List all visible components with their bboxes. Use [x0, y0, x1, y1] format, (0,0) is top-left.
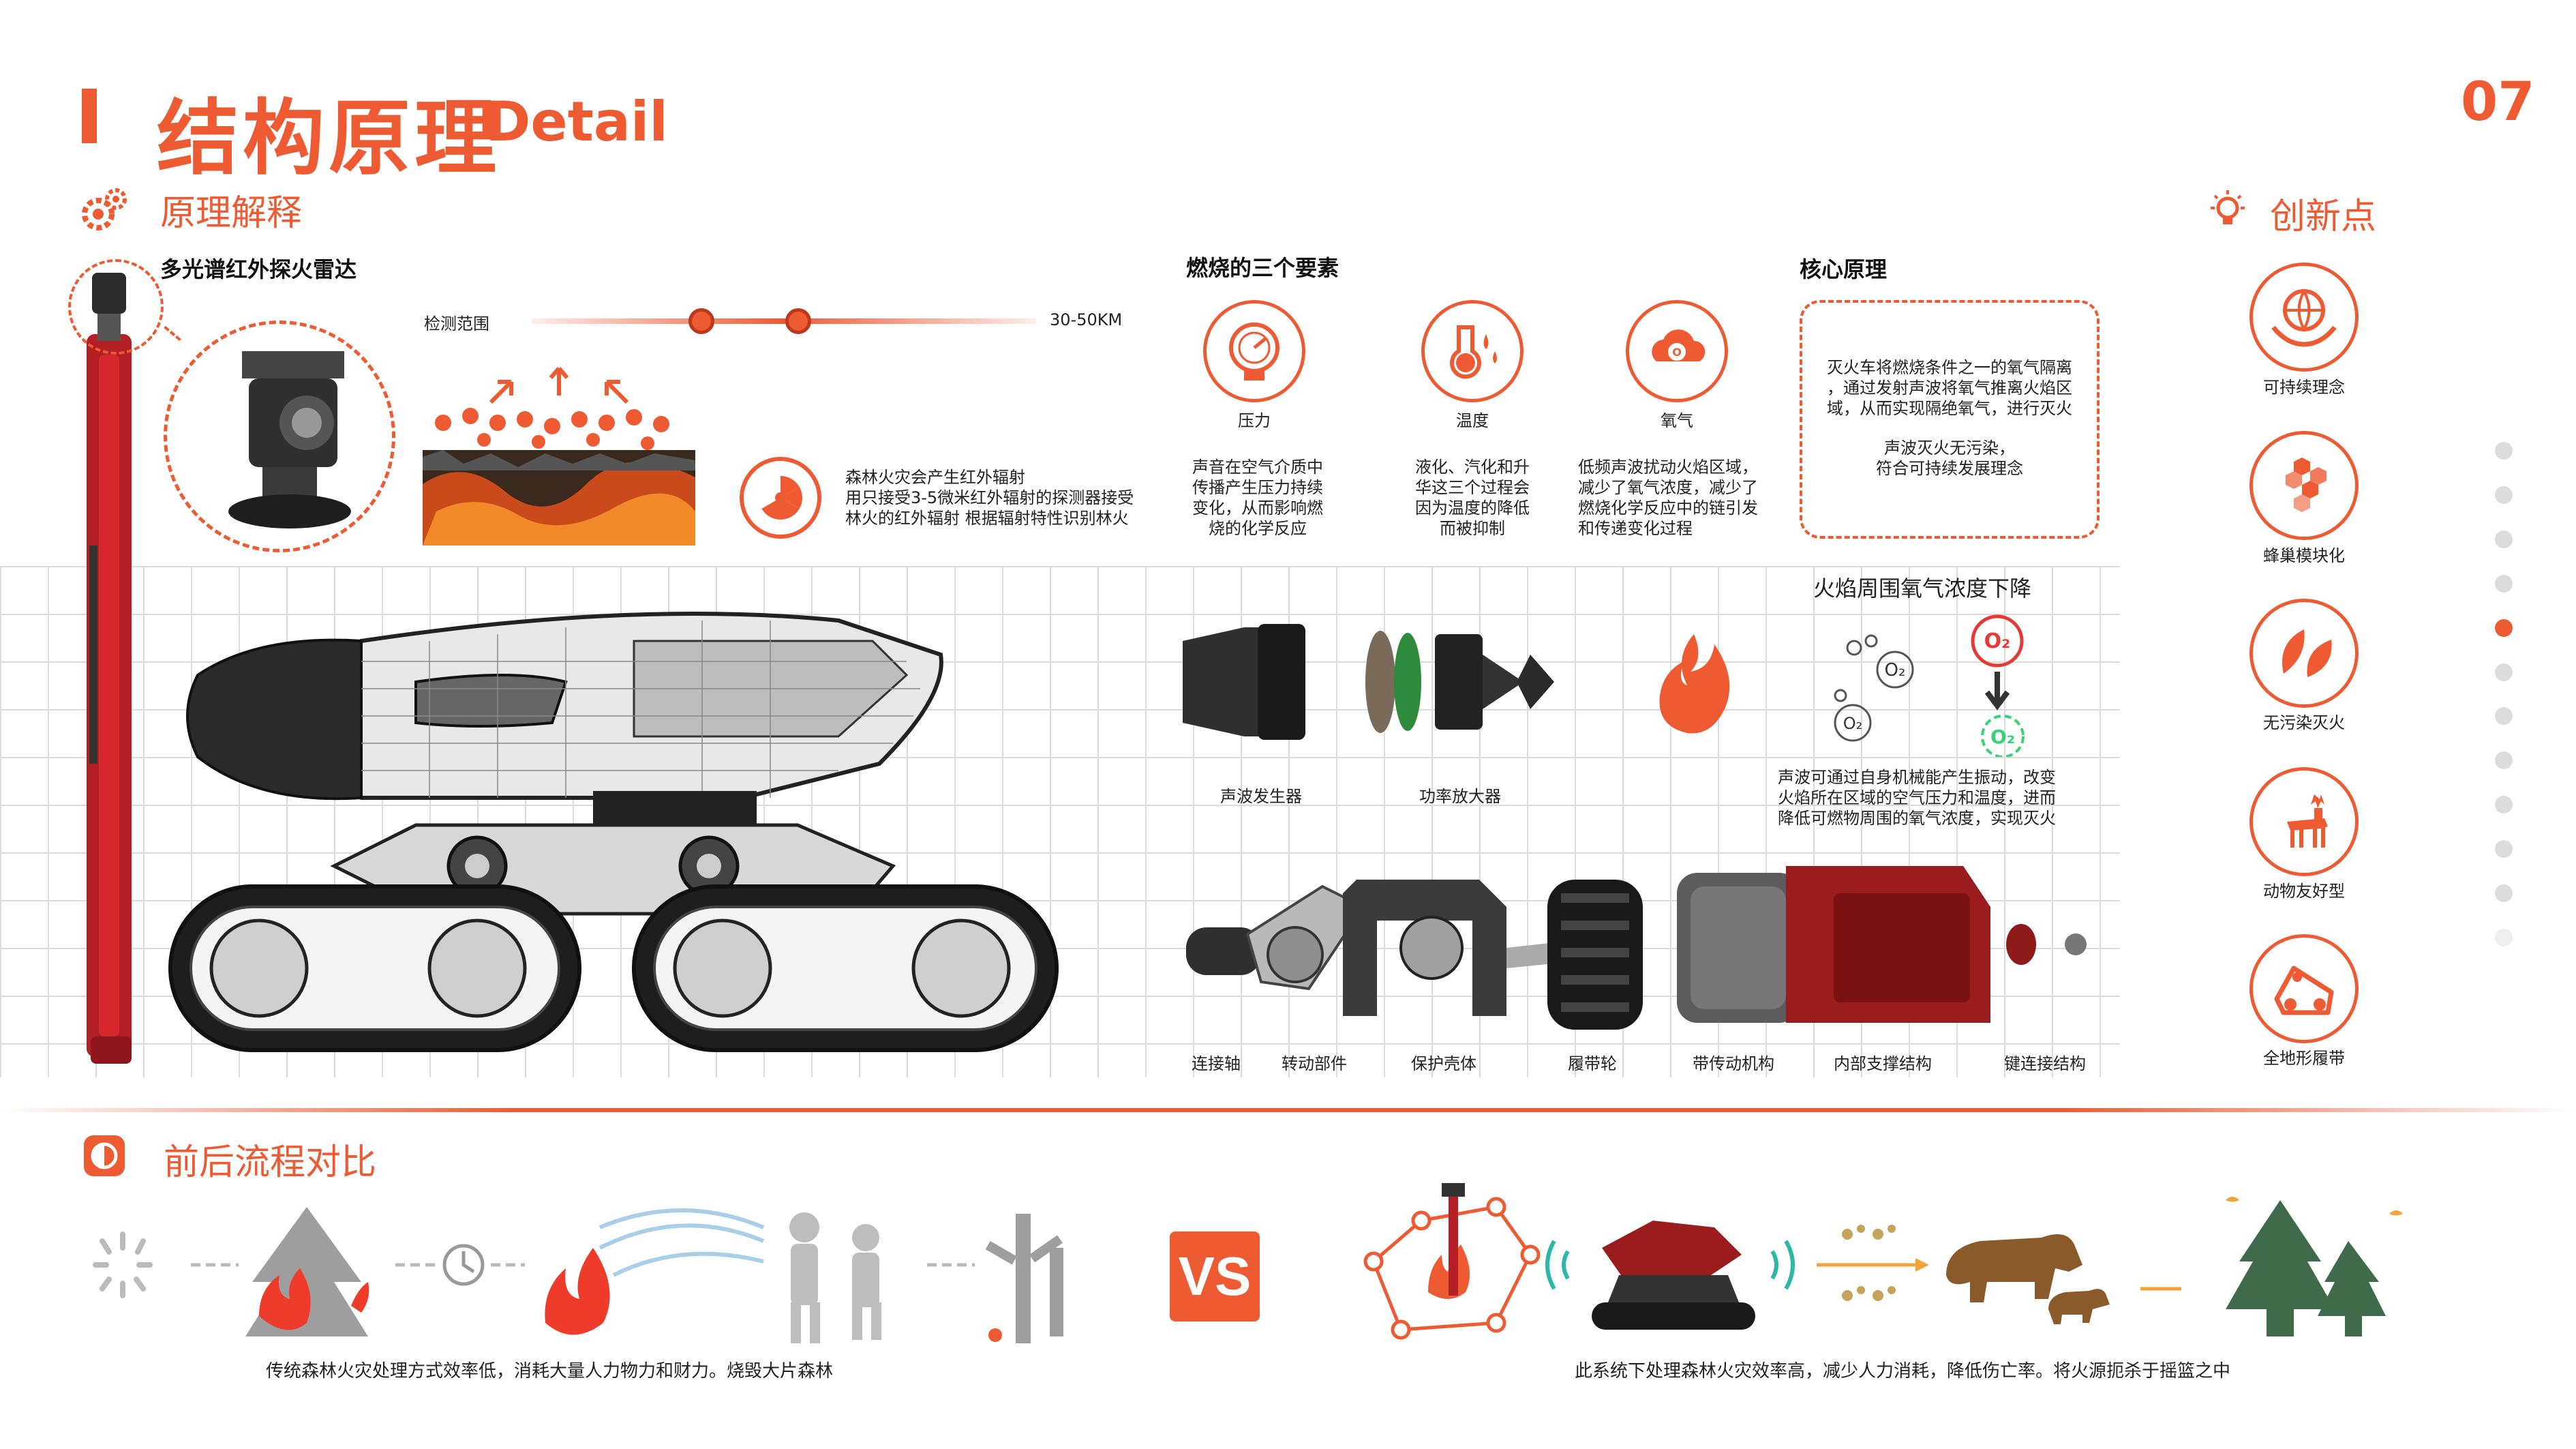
- track-parts-illustration: [1186, 866, 2087, 1030]
- page-dot[interactable]: [2495, 707, 2513, 726]
- traditional-process-illustration: [93, 1207, 1063, 1343]
- part-label-rotating: 转动部件: [1282, 1054, 1347, 1073]
- page-dot[interactable]: [2495, 796, 2513, 814]
- flow-title: 前后流程对比: [164, 1142, 377, 1183]
- page-dot[interactable]: [2495, 751, 2513, 770]
- page-dot[interactable]: [2495, 486, 2513, 504]
- page-dot[interactable]: [2495, 574, 2513, 593]
- radar-title: 多光谱红外探火雷达: [160, 256, 357, 282]
- radar-zoom-circle: [164, 320, 395, 552]
- innovation-label-animal-friendly: 动物友好型: [2263, 882, 2345, 901]
- innovation-label-honeycomb: 蜂巢模块化: [2263, 546, 2345, 565]
- radar-highlight-circle: [68, 259, 164, 355]
- part-label-key-joint: 键连接结构: [2004, 1054, 2086, 1073]
- core-principle-box: 灭火车将燃烧条件之一的氧气隔离 ，通过发射声波将氧气推离火焰区 域，从而实现隔绝…: [1800, 300, 2100, 539]
- range-slider-track: [532, 318, 1036, 324]
- element-temperature-name: 温度: [1456, 411, 1489, 430]
- compare-icon: [84, 1135, 125, 1176]
- leaves-icon: [2249, 599, 2359, 708]
- range-value: 30-50KM: [1050, 310, 1123, 329]
- section-divider: [0, 1108, 2576, 1112]
- part-label-sound-generator: 声波发生器: [1220, 787, 1302, 806]
- svg-text:O₂: O₂: [1984, 629, 2011, 653]
- title-accent-bar: [82, 89, 97, 143]
- page-dot[interactable]: [2495, 530, 2513, 548]
- page-indicator: [2495, 442, 2513, 946]
- flame-icon: [1659, 634, 1730, 734]
- section-title-principle: 原理解释: [160, 193, 303, 234]
- page-dot-active[interactable]: [2495, 618, 2513, 637]
- page-dot[interactable]: [2495, 663, 2513, 681]
- range-slider-handle-min[interactable]: [688, 308, 714, 334]
- combustion-title: 燃烧的三个要素: [1186, 255, 1339, 281]
- part-label-belt-drive: 带传动机构: [1693, 1054, 1774, 1073]
- page-number: 07: [2461, 72, 2535, 133]
- innovation-label-no-pollution: 无污染灭火: [2263, 713, 2345, 732]
- page-dot[interactable]: [2495, 442, 2513, 460]
- globe-hands-icon: [2249, 263, 2359, 372]
- part-label-power-amplifier: 功率放大器: [1419, 787, 1501, 806]
- pressure-gauge-icon: [1203, 300, 1305, 402]
- oxygen-cloud-icon: O: [1626, 300, 1728, 402]
- part-label-shell: 保护壳体: [1411, 1054, 1476, 1073]
- part-label-shaft: 连接轴: [1192, 1054, 1241, 1073]
- deer-icon: [2249, 767, 2359, 876]
- fire-vehicle-wireframe: [168, 612, 1059, 1052]
- sound-wave-parts-illustration: [1183, 624, 1554, 740]
- oxygen-molecule-diagram: O₂ O₂ O₂ O₂: [1834, 614, 2025, 757]
- gear-icon: [82, 188, 127, 230]
- page-title-en: Detail: [485, 90, 668, 153]
- innovation-label-all-terrain: 全地形履带: [2263, 1049, 2345, 1068]
- element-pressure-desc: 声音在空气介质中 传播产生压力持续 变化，从而影响燃 烧的化学反应: [1192, 458, 1323, 538]
- temperature-icon: [1421, 300, 1524, 402]
- innovation-label-sustainable: 可持续理念: [2263, 378, 2345, 397]
- page-title: 结构原理: [157, 91, 500, 186]
- part-label-track-wheel: 履带轮: [1568, 1054, 1617, 1073]
- core-title: 核心原理: [1800, 256, 1888, 282]
- element-oxygen-desc: 低频声波扰动火焰区域， 减少了氧气浓度，减少了 燃烧化学反应中的链引发 和传递变…: [1578, 458, 1758, 538]
- track-icon: [2249, 934, 2359, 1043]
- radar-pole-illustration: [87, 273, 132, 1064]
- new-process-illustration: [1363, 1183, 2403, 1340]
- page-dot[interactable]: [2495, 840, 2513, 858]
- honeycomb-icon: [2249, 431, 2359, 540]
- svg-text:O₂: O₂: [1885, 660, 1906, 681]
- element-pressure-name: 压力: [1238, 411, 1271, 430]
- svg-text:O: O: [1672, 346, 1682, 359]
- vs-badge: VS: [1170, 1231, 1260, 1321]
- radar-description: 森林火灾会产生红外辐射 用只接受3-5微米红外辐射的探测器接受 林火的红外辐射 …: [845, 468, 1134, 528]
- svg-text:O₂: O₂: [1843, 714, 1863, 733]
- range-slider-handle-max[interactable]: [785, 308, 811, 334]
- element-temperature-desc: 液化、汽化和升 华这三个过程会 因为温度的降低 而被抑制: [1415, 458, 1530, 538]
- page-dot[interactable]: [2495, 928, 2513, 946]
- svg-text:O₂: O₂: [1990, 726, 2015, 748]
- radiation-icon: [740, 457, 821, 539]
- innovation-title: 创新点: [2270, 196, 2377, 237]
- after-caption: 此系统下处理森林火灾效率高，减少人力消耗，降低伤亡率。将火源扼杀于摇篮之中: [1575, 1361, 2231, 1381]
- oxygen-description: 声波可通过自身机械能产生振动，改变 火焰所在区域的空气压力和温度，进而 降低可燃…: [1778, 768, 2056, 828]
- radar-sensor-illustration: [228, 351, 351, 528]
- part-label-support: 内部支撑结构: [1834, 1054, 1932, 1073]
- element-oxygen-name: 氧气: [1661, 411, 1693, 430]
- range-label: 检测范围: [424, 314, 489, 333]
- before-caption: 传统森林火灾处理方式效率低，消耗大量人力物力和财力。烧毁大片森林: [266, 1361, 834, 1381]
- lightbulb-icon: [2211, 190, 2245, 224]
- oxygen-decrease-title: 火焰周围氧气浓度下降: [1813, 576, 2032, 601]
- forest-fire-image: [423, 367, 695, 546]
- page-dot[interactable]: [2495, 884, 2513, 903]
